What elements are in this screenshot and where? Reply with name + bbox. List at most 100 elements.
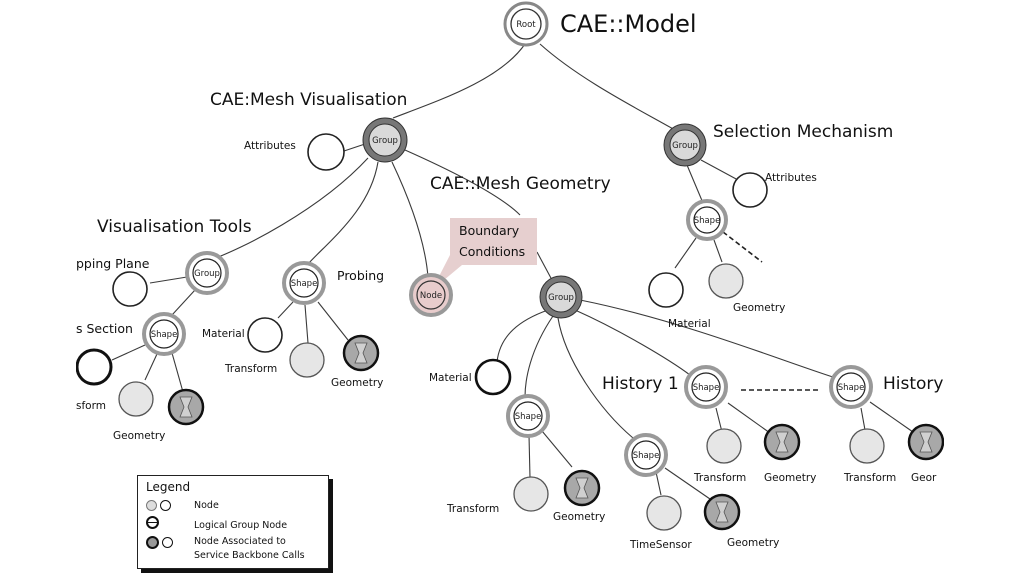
material-node-mesh[interactable] bbox=[474, 358, 512, 396]
shape-label: Shape bbox=[838, 383, 865, 393]
label-geometry-selection: Geometry bbox=[733, 302, 785, 314]
edge-selection-shape bbox=[686, 164, 704, 204]
edge-group-history1 bbox=[574, 309, 691, 376]
edge-probing-material bbox=[277, 301, 294, 319]
label-selection-mechanism: Selection Mechanism bbox=[713, 122, 893, 142]
callout-line1: Boundary bbox=[459, 223, 520, 238]
shape-node-history-n[interactable]: Shape bbox=[829, 365, 873, 409]
edge-meshvis-node bbox=[391, 161, 429, 278]
edge-hist1-transform bbox=[715, 407, 723, 433]
edge-cross-geometry bbox=[171, 352, 184, 393]
edge-group-historyn bbox=[579, 299, 834, 378]
legend: Legend Node Logical Group Node Node Asso… bbox=[137, 475, 329, 569]
attributes-node-1[interactable] bbox=[307, 133, 345, 171]
cross-section-leaf-node[interactable] bbox=[75, 348, 113, 386]
shape-label: Shape bbox=[151, 330, 178, 340]
shape-label: Shape bbox=[515, 412, 542, 422]
label-transform-mesh: Transform bbox=[446, 503, 499, 515]
geometry-node-history-1[interactable] bbox=[763, 423, 801, 461]
edge-probing-transform bbox=[304, 304, 309, 344]
geometry-node-probing[interactable] bbox=[342, 334, 380, 372]
geometry-node-history-n[interactable] bbox=[907, 423, 945, 461]
legend-label-group: Logical Group Node bbox=[194, 520, 288, 531]
shape-node-probing[interactable]: Shape bbox=[282, 261, 326, 305]
shape-node-mesh[interactable]: Shape bbox=[506, 394, 550, 438]
right-margin bbox=[944, 0, 1024, 576]
root-node[interactable]: Root bbox=[503, 1, 549, 47]
boundary-conditions-callout: Boundary Conditions bbox=[432, 218, 537, 290]
group-label: Group bbox=[372, 136, 398, 146]
edge-vistools-cross bbox=[171, 289, 196, 316]
edge-selshape-geometry bbox=[713, 239, 723, 263]
label-geometry-timesensor: Geometry bbox=[727, 537, 779, 549]
transform-node-history-1[interactable] bbox=[706, 428, 742, 464]
group-node-mesh-geometry[interactable]: Group bbox=[539, 275, 583, 319]
edge-group-timeshape bbox=[557, 317, 634, 439]
legend-node-icons bbox=[146, 500, 180, 511]
legend-title: Legend bbox=[146, 480, 191, 494]
transform-node-probing[interactable] bbox=[289, 342, 325, 378]
attributes-node-2[interactable] bbox=[732, 172, 768, 208]
geometry-node-timesensor[interactable] bbox=[703, 493, 741, 531]
transform-node-mesh[interactable] bbox=[513, 476, 549, 512]
group-label: Group bbox=[672, 141, 698, 151]
legend-grey-node-icon bbox=[146, 500, 157, 511]
transform-node-history-n[interactable] bbox=[849, 428, 885, 464]
label-material-mesh: Material bbox=[429, 372, 472, 384]
geometry-node-cross[interactable] bbox=[167, 388, 205, 426]
shape-node-timesensor[interactable]: Shape bbox=[624, 433, 668, 477]
label-timesensor: TimeSensor bbox=[629, 539, 692, 551]
edge-meshvis-meshgeom bbox=[404, 149, 521, 216]
edge-vistools-clipping bbox=[149, 276, 188, 284]
legend-service-node-icon bbox=[146, 536, 159, 549]
transform-node-cross[interactable] bbox=[118, 381, 154, 417]
edge-cross-leaf1 bbox=[111, 344, 146, 361]
geometry-node-selection[interactable] bbox=[708, 263, 744, 299]
material-node-probing[interactable] bbox=[247, 317, 283, 353]
label-geometry-cross: Geometry bbox=[113, 430, 165, 442]
group-node-mesh-visualisation[interactable]: Group bbox=[362, 117, 408, 163]
root-label: Root bbox=[516, 20, 536, 30]
label-history-1: History 1 bbox=[602, 374, 679, 394]
label-attributes-1: Attributes bbox=[244, 140, 296, 152]
shape-node-cross-section[interactable]: Shape bbox=[142, 312, 186, 356]
node-label: Node bbox=[420, 291, 442, 301]
edge-histn-geometry bbox=[869, 401, 914, 433]
edge-meshvis-probing bbox=[306, 161, 379, 266]
legend-label-service-1: Node Associated to bbox=[194, 536, 286, 547]
edge-histn-transform bbox=[860, 407, 866, 431]
shape-node-selection[interactable]: Shape bbox=[686, 199, 728, 241]
edge-shape-transform bbox=[528, 434, 531, 479]
label-material-selection: Material bbox=[668, 318, 711, 330]
label-geometry-history-1: Geometry bbox=[764, 472, 816, 484]
edge-selshape-more bbox=[722, 231, 763, 263]
label-geometry-history-n: Geor bbox=[911, 472, 937, 484]
material-node-selection[interactable] bbox=[648, 272, 684, 308]
geometry-node-mesh[interactable] bbox=[563, 469, 601, 507]
legend-label-node: Node bbox=[194, 500, 219, 511]
clipping-plane-node[interactable] bbox=[112, 271, 148, 307]
group-node-vistools[interactable]: Group bbox=[185, 251, 229, 295]
label-probing: Probing bbox=[337, 268, 384, 283]
timesensor-node[interactable] bbox=[646, 495, 682, 531]
group-node-selection[interactable]: Group bbox=[663, 123, 707, 167]
legend-white-node-icon bbox=[160, 500, 171, 511]
legend-service-icons bbox=[146, 536, 180, 549]
legend-label-service-2: Service Backbone Calls bbox=[194, 550, 305, 561]
label-geometry-probing: Geometry bbox=[331, 377, 383, 389]
edge-root-selection bbox=[539, 43, 676, 131]
edge-timeshape-timesensor bbox=[655, 471, 662, 496]
edge-group-material bbox=[496, 309, 549, 363]
legend-white-node-icon-2 bbox=[162, 537, 173, 548]
legend-row-node: Node bbox=[146, 500, 219, 511]
label-material-probing: Material bbox=[202, 328, 245, 340]
label-clipping-plane: pping Plane bbox=[76, 256, 150, 271]
edge-hist1-geometry bbox=[727, 402, 771, 434]
node-boundary-conditions[interactable]: Node bbox=[409, 273, 453, 317]
legend-group-node-icon bbox=[146, 516, 159, 529]
shape-node-history-1[interactable]: Shape bbox=[684, 365, 728, 409]
group-label: Group bbox=[548, 293, 574, 303]
legend-row-group: Logical Group Node bbox=[146, 516, 287, 531]
label-geometry-mesh: Geometry bbox=[553, 511, 605, 523]
